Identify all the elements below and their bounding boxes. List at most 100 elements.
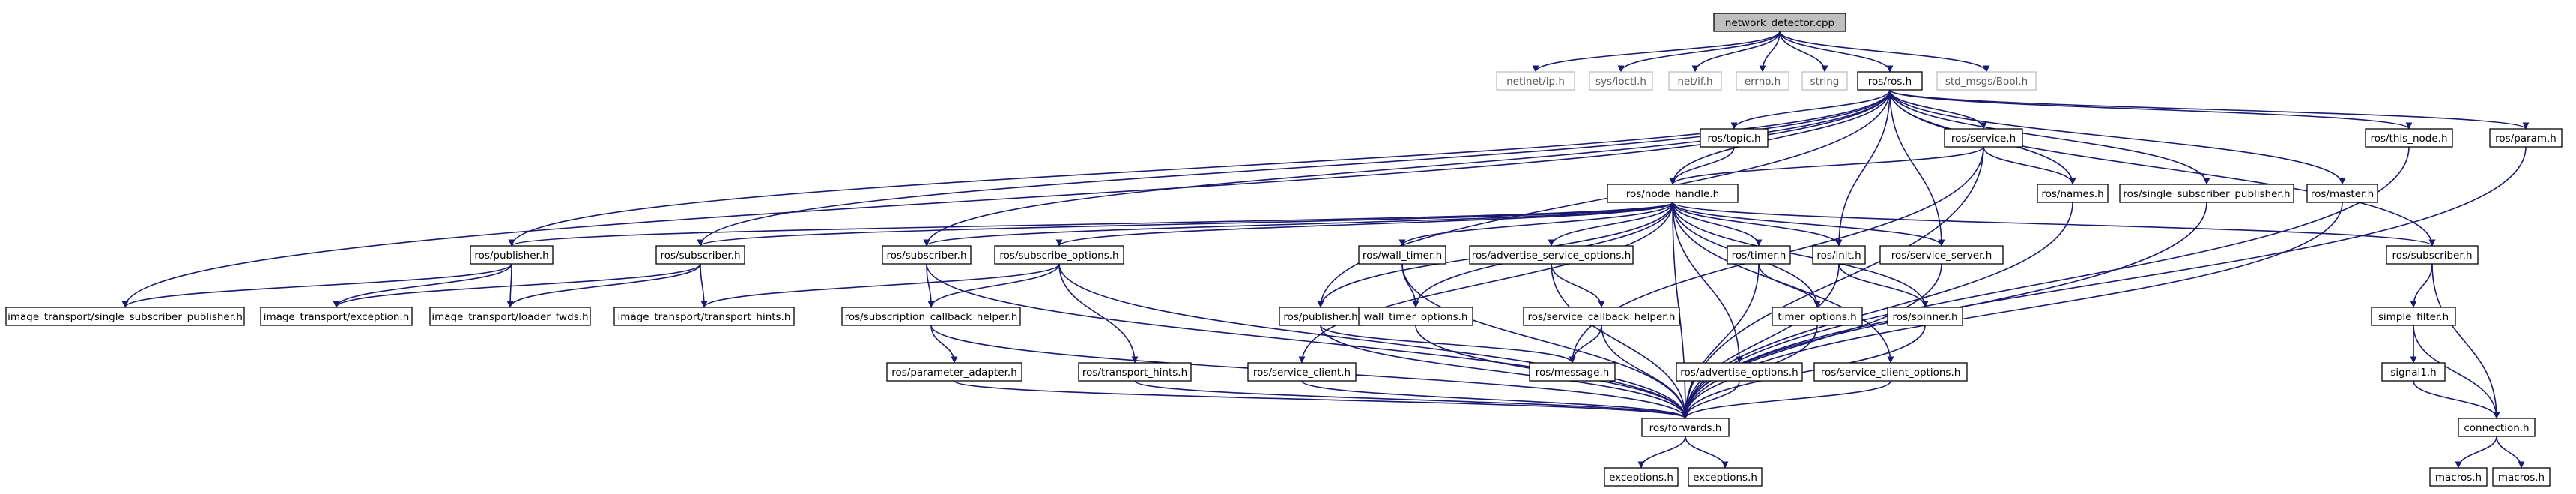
node-master-label: ros/master.h [2311, 188, 2374, 200]
node-walltimer[interactable]: ros/wall_timer.h [1358, 245, 1446, 265]
edge-advsrvopt-to-srvcb [1551, 263, 1605, 308]
node-ioctl: sys/ioctl.h [1589, 71, 1653, 91]
node-srvserver[interactable]: ros/service_server.h [1879, 245, 2004, 265]
node-errno-box [1736, 71, 1789, 91]
node-itlf[interactable]: image_transport/loader_fwds.h [429, 307, 591, 326]
edge-itsub-to-itexc [333, 263, 701, 308]
node-param[interactable]: ros/param.h [2489, 128, 2563, 148]
node-root[interactable]: network_detector.cpp [1713, 13, 1846, 32]
node-timeropt[interactable]: timer_options.h [1772, 307, 1863, 326]
node-transhints-label: ros/transport_hints.h [1082, 367, 1187, 379]
node-subcb[interactable]: ros/subscription_callback_helper.h [841, 307, 1021, 326]
node-itsub-label: ros/subscriber.h [660, 250, 740, 262]
node-timer-label: ros/timer.h [1732, 250, 1786, 262]
node-subcb-box [841, 307, 1021, 326]
node-init[interactable]: ros/init.h [1812, 245, 1866, 265]
node-advopt-box [1676, 362, 1803, 382]
node-service[interactable]: ros/service.h [1944, 128, 2023, 148]
node-srvcb-label: ros/service_callback_helper.h [1528, 311, 1676, 323]
node-nh[interactable]: ros/node_handle.h [1607, 184, 1739, 203]
edge-root-to-bool [1779, 31, 1990, 73]
node-names[interactable]: ros/names.h [2037, 184, 2109, 203]
edge-srvserver-to-forwards [1682, 263, 1942, 419]
node-itth[interactable]: image_transport/transport_hints.h [613, 307, 795, 326]
node-topic[interactable]: ros/topic.h [1700, 128, 1769, 148]
node-subopt[interactable]: ros/subscribe_options.h [994, 245, 1124, 265]
edge-ros-to-master [1889, 89, 2346, 185]
node-itsub[interactable]: ros/subscriber.h [655, 245, 745, 265]
edge-forwards-to-exc1 [1637, 436, 1686, 469]
node-if-label: net/if.h [1677, 76, 1712, 88]
edge-nh-to-itpub [508, 202, 1673, 247]
node-exc2[interactable]: exceptions.h [1688, 467, 1763, 487]
edge-paramadapter-to-forwards [954, 380, 1689, 419]
node-exc1[interactable]: exceptions.h [1604, 467, 1679, 487]
node-srvclientopt[interactable]: ros/service_client_options.h [1813, 362, 1968, 382]
node-subcb-label: ros/subscription_callback_helper.h [845, 311, 1018, 323]
node-rossub1-label: ros/subscriber.h [886, 250, 966, 262]
node-rossub1[interactable]: ros/subscriber.h [882, 245, 972, 265]
node-itpub[interactable]: ros/publisher.h [470, 245, 554, 265]
node-if-box [1668, 71, 1722, 91]
node-signal1[interactable]: signal1.h [2381, 362, 2446, 382]
edge-srvclientopt-to-forwards [1682, 380, 1891, 419]
node-itpub-label: ros/publisher.h [474, 250, 548, 262]
node-master-box [2306, 184, 2378, 203]
edge-ros-to-ssp [1889, 89, 2210, 185]
edge-srvcb-to-message [1569, 325, 1602, 364]
node-ros[interactable]: ros/ros.h [1857, 71, 1923, 91]
node-macros2-box [2492, 467, 2551, 487]
node-thisnode[interactable]: ros/this_node.h [2365, 128, 2453, 148]
node-paramadapter[interactable]: ros/parameter_adapter.h [886, 362, 1022, 382]
node-advopt[interactable]: ros/advertise_options.h [1676, 362, 1803, 382]
node-advopt-label: ros/advertise_options.h [1680, 367, 1798, 379]
edge-subcb-to-paramadapter [930, 325, 958, 364]
node-message[interactable]: ros/message.h [1529, 362, 1616, 382]
node-timeropt-label: timer_options.h [1778, 311, 1856, 323]
node-srvcb[interactable]: ros/service_callback_helper.h [1523, 307, 1680, 326]
node-names-label: ros/names.h [2041, 188, 2103, 200]
node-macros1[interactable]: macros.h [2429, 467, 2488, 487]
node-rospub[interactable]: ros/publisher.h [1279, 307, 1363, 326]
node-ioctl-label: sys/ioctl.h [1595, 76, 1646, 88]
edge-rossub2-to-simplefilter [2410, 263, 2433, 308]
edge-connection-to-macros1 [2455, 436, 2497, 469]
node-signal1-box [2381, 362, 2446, 382]
node-nh-box [1607, 184, 1739, 203]
node-ros-box [1857, 71, 1923, 91]
node-itssp[interactable]: image_transport/single_subscriber_publis… [5, 307, 245, 326]
node-forwards[interactable]: ros/forwards.h [1641, 418, 1730, 437]
edge-transhints-to-forwards [1134, 380, 1689, 419]
node-bool: std_msgs/Bool.h [1936, 71, 2037, 91]
node-macros2[interactable]: macros.h [2492, 467, 2551, 487]
node-thisnode-label: ros/this_node.h [2370, 133, 2447, 145]
node-exc1-label: exceptions.h [1609, 472, 1673, 484]
node-walltimer-label: ros/wall_timer.h [1363, 250, 1442, 262]
node-itexc-box [260, 307, 413, 326]
node-advsrvopt[interactable]: ros/advertise_service_options.h [1469, 245, 1634, 265]
edge-itsub-to-itth [700, 263, 708, 308]
edge-ros-to-itssp [121, 89, 1891, 308]
node-timer[interactable]: ros/timer.h [1727, 245, 1791, 265]
node-spinner[interactable]: ros/spinner.h [1887, 307, 1963, 326]
edge-rospub-to-message [1320, 325, 1576, 364]
node-connection[interactable]: connection.h [2458, 418, 2536, 437]
edge-service-to-names [1983, 146, 2076, 185]
node-wallopt-label: wall_timer_options.h [1364, 311, 1468, 323]
node-itexc[interactable]: image_transport/exception.h [260, 307, 413, 326]
node-spinner-box [1887, 307, 1963, 326]
edge-nh-to-srvclient [1298, 202, 1673, 364]
node-rossub2[interactable]: ros/subscriber.h [2386, 245, 2479, 265]
node-transhints[interactable]: ros/transport_hints.h [1078, 362, 1192, 382]
edge-nh-to-spinner [1672, 202, 1929, 308]
node-subopt-label: ros/subscribe_options.h [999, 250, 1118, 262]
node-srvclient[interactable]: ros/service_client.h [1247, 362, 1357, 382]
node-ssp[interactable]: ros/single_subscriber_publisher.h [2119, 184, 2294, 203]
node-srvclient-box [1247, 362, 1357, 382]
node-nh-label: ros/node_handle.h [1626, 188, 1719, 200]
node-errno: errno.h [1736, 71, 1789, 91]
node-simplefilter[interactable]: simple_filter.h [2371, 307, 2456, 326]
node-wallopt[interactable]: wall_timer_options.h [1358, 307, 1473, 326]
node-timeropt-box [1772, 307, 1863, 326]
node-master[interactable]: ros/master.h [2306, 184, 2378, 203]
